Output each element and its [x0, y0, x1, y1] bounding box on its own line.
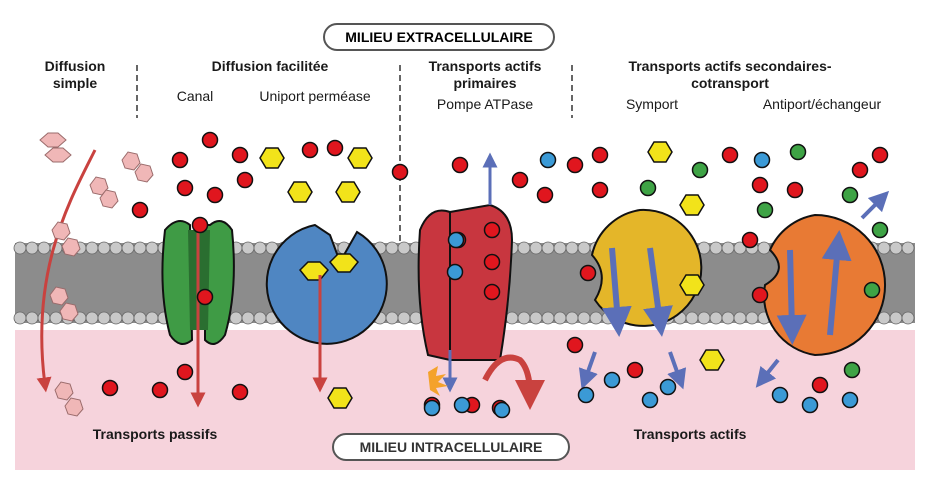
uniport-label: Uniport perméase — [259, 88, 371, 104]
blue-molecule — [771, 386, 789, 404]
red-molecule — [786, 181, 804, 199]
red-molecule — [206, 186, 224, 204]
red-molecule — [131, 201, 149, 219]
red-molecule — [741, 231, 759, 249]
red-molecule — [751, 286, 769, 304]
yellow-molecule — [679, 274, 705, 296]
molecules — [101, 131, 889, 419]
intracellular-label: MILIEU INTRACELLULAIRE — [332, 433, 570, 461]
extracellular-label: MILIEU EXTRACELLULAIRE — [323, 23, 555, 51]
symport-protein — [578, 208, 703, 390]
green-molecule — [691, 161, 709, 179]
red-molecule — [301, 141, 319, 159]
red-molecule — [483, 221, 501, 239]
red-molecule — [201, 131, 219, 149]
blue-molecule — [659, 378, 677, 396]
channel-label: Canal — [176, 88, 214, 104]
blue-molecule — [753, 151, 771, 169]
facilitated-diffusion-title: Diffusion facilitée — [211, 58, 329, 74]
red-molecule — [591, 146, 609, 164]
red-molecule — [591, 181, 609, 199]
yellow-molecule — [647, 141, 673, 163]
red-molecule — [231, 383, 249, 401]
atpase-pump — [417, 152, 545, 410]
pump-label: Pompe ATPase — [436, 96, 534, 112]
red-molecule — [231, 146, 249, 164]
green-molecule — [789, 143, 807, 161]
simple-diffusion-title-1: Diffusion — [44, 58, 106, 74]
simple-diffusion-arrow — [36, 149, 97, 393]
red-molecule — [451, 156, 469, 174]
red-molecule — [566, 156, 584, 174]
green-molecule — [863, 281, 881, 299]
primary-active-title-1: Transports actifs — [428, 58, 542, 74]
blue-molecule — [493, 401, 511, 419]
yellow-molecule — [259, 147, 285, 169]
yellow-molecule — [347, 147, 373, 169]
pink-molecules — [39, 132, 154, 417]
secondary-active-title-2: cotransport — [691, 75, 769, 91]
red-molecule — [176, 179, 194, 197]
blue-molecule — [841, 391, 859, 409]
blue-molecule — [446, 263, 464, 281]
red-molecule — [236, 171, 254, 189]
blue-molecule — [453, 396, 471, 414]
red-molecule — [851, 161, 869, 179]
active-transport-label: Transports actifs — [633, 426, 747, 442]
blue-molecule — [603, 371, 621, 389]
yellow-molecule — [699, 349, 725, 371]
green-molecule — [871, 221, 889, 239]
uniport-permease — [265, 223, 388, 393]
red-molecule — [536, 186, 554, 204]
green-molecule — [639, 179, 657, 197]
blue-molecule — [423, 399, 441, 417]
antiport-label: Antiport/échangeur — [762, 96, 882, 112]
symport-label: Symport — [625, 96, 679, 112]
yellow-molecule — [679, 194, 705, 216]
green-molecule — [843, 361, 861, 379]
blue-molecule — [577, 386, 595, 404]
red-molecule — [871, 146, 889, 164]
red-molecule — [721, 146, 739, 164]
simple-diffusion-title-2: simple — [52, 75, 98, 91]
red-molecule — [811, 376, 829, 394]
passive-transport-label: Transports passifs — [92, 426, 218, 442]
red-molecule — [483, 253, 501, 271]
blue-molecule — [539, 151, 557, 169]
red-molecule — [176, 363, 194, 381]
simple-diffusion-group — [36, 132, 154, 417]
red-molecule — [191, 216, 209, 234]
red-molecule — [751, 176, 769, 194]
red-molecule — [511, 171, 529, 189]
red-molecule — [196, 288, 214, 306]
red-molecule — [326, 139, 344, 157]
primary-active-title-2: primaires — [453, 75, 517, 91]
blue-molecule — [801, 396, 819, 414]
red-molecule — [626, 361, 644, 379]
green-molecule — [841, 186, 859, 204]
red-molecule — [391, 163, 409, 181]
red-molecule — [483, 283, 501, 301]
yellow-molecule — [327, 387, 353, 409]
blue-molecule — [641, 391, 659, 409]
red-molecule — [101, 379, 119, 397]
yellow-molecule — [335, 181, 361, 203]
antiport-exchanger — [755, 190, 890, 388]
yellow-molecule — [287, 181, 313, 203]
red-molecule — [566, 336, 584, 354]
green-molecule — [756, 201, 774, 219]
red-molecule — [171, 151, 189, 169]
secondary-active-title-1: Transports actifs secondaires- — [628, 58, 832, 74]
red-molecule — [579, 264, 597, 282]
blue-molecule — [447, 231, 465, 249]
red-molecule — [151, 381, 169, 399]
